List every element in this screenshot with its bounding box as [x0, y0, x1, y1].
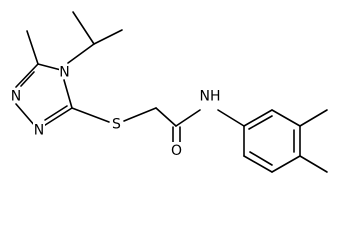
bond-aryl-c2-c3: [271, 109, 301, 127]
atom-oxygen: O: [171, 143, 182, 159]
bond-sulfur-to-ch2: [123, 107, 157, 122]
bond-aryl-c1-c2-double: [248, 115, 273, 130]
bond-carbonyl-to-nh: [175, 109, 201, 127]
bond-aryl-c4-c5: [271, 155, 301, 173]
bond-isopropyl-ch-to-methyl-left: [72, 11, 95, 45]
bond-aryl-c5-c6: [243, 155, 273, 173]
atom-n-methylring-bg: [59, 64, 70, 79]
molecule-structure-diagram: N N N S O NH: [10, 11, 328, 173]
atom-amide-nh: NH: [200, 89, 221, 105]
bond-aryl-c5-c6-double: [249, 151, 273, 166]
atom-n-ring-top: N: [11, 89, 21, 105]
atom-n-ring-bottom: N: [34, 123, 44, 139]
bond-methyl-to-c5: [26, 30, 39, 65]
bond-aryl-c1-c2: [243, 109, 273, 127]
atom-sulfur: S: [112, 117, 121, 133]
bond-c5-to-n1: [15, 63, 39, 88]
bond-nh-to-aryl: [217, 109, 245, 127]
bond-isopropyl-ch-to-methyl-right: [93, 29, 123, 45]
bond-ch2-to-carbonyl: [155, 107, 177, 127]
bond-c5-to-n1-double: [20, 71, 35, 87]
bond-n2-to-c3-double: [44, 105, 68, 121]
atom-sulfur-bg: [110, 116, 123, 131]
bond-isopropyl-ch-to-ring-n: [67, 43, 95, 64]
atom-n-methylring: N: [59, 65, 69, 81]
bond-aryl-to-methyl-meta: [299, 109, 328, 127]
bond-c3-to-sulfur: [71, 107, 110, 123]
bond-ring-n4-to-c5: [37, 63, 62, 71]
bond-ring-n4-to-c3: [63, 79, 73, 109]
atom-labels: N N N S O NH: [10, 64, 222, 159]
atom-n-ring-bottom-bg: [33, 122, 45, 137]
bond-n1-to-n2: [15, 103, 36, 127]
bond-aryl-to-methyl-para: [299, 155, 328, 173]
atom-oxygen-bg: [170, 142, 183, 158]
atom-amide-nh-bg: [198, 88, 222, 103]
atom-n-ring-top-bg: [10, 88, 22, 103]
bond-n2-to-c3: [41, 107, 73, 128]
bonds: [15, 11, 328, 173]
